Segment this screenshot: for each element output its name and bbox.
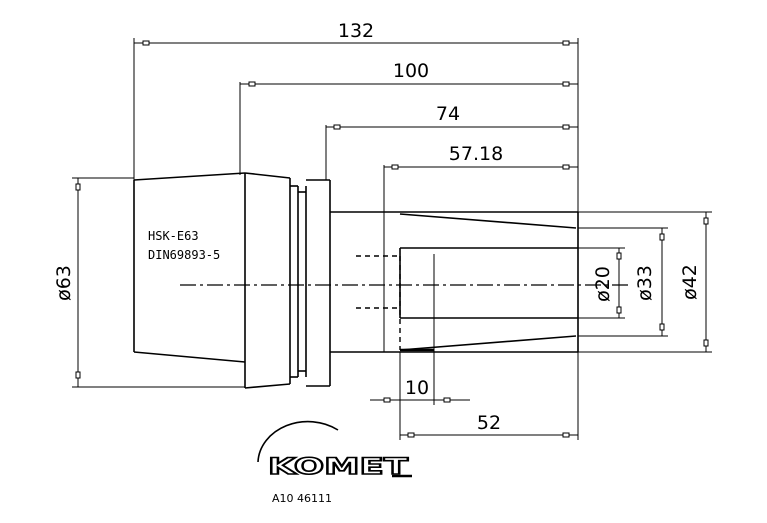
dim-d20-label: ø20 bbox=[592, 266, 614, 302]
dim-10: 10 bbox=[370, 350, 470, 405]
dim-10-label: 10 bbox=[405, 377, 429, 399]
dim-d63: ø63 bbox=[53, 177, 245, 388]
dim-132-label: 132 bbox=[338, 20, 374, 42]
tool-body-outline bbox=[133, 172, 579, 389]
shank-label-line1: HSK-E63 bbox=[148, 229, 199, 243]
komet-logo: KOMET A10 46111 bbox=[257, 420, 412, 505]
dim-d42: ø42 bbox=[578, 211, 712, 353]
shank-label-line2: DIN69893-5 bbox=[148, 248, 220, 262]
logo-brand: KOMET bbox=[268, 455, 408, 480]
dim-100: 100 bbox=[239, 60, 578, 175]
dim-57-18-label: 57.18 bbox=[449, 143, 503, 165]
shank-label: HSK-E63 DIN69893-5 bbox=[148, 229, 220, 262]
dim-74: 74 bbox=[325, 103, 578, 180]
hidden-lines bbox=[356, 255, 401, 350]
dim-d42-label: ø42 bbox=[679, 264, 701, 300]
dim-74-label: 74 bbox=[436, 103, 460, 125]
bore-outline bbox=[399, 247, 578, 352]
dim-d33: ø33 bbox=[578, 227, 668, 337]
dim-d63-label: ø63 bbox=[53, 265, 75, 301]
dim-52-label: 52 bbox=[477, 412, 501, 434]
logo-part-number: A10 46111 bbox=[272, 492, 332, 505]
dim-132: 132 bbox=[133, 20, 579, 212]
dim-52: 52 bbox=[399, 352, 579, 440]
dim-d33-label: ø33 bbox=[634, 265, 656, 301]
logo-arc-icon bbox=[257, 420, 339, 463]
dim-d20: ø20 bbox=[578, 247, 625, 319]
dim-57-18: 57.18 bbox=[383, 143, 578, 352]
dim-100-label: 100 bbox=[393, 60, 429, 82]
